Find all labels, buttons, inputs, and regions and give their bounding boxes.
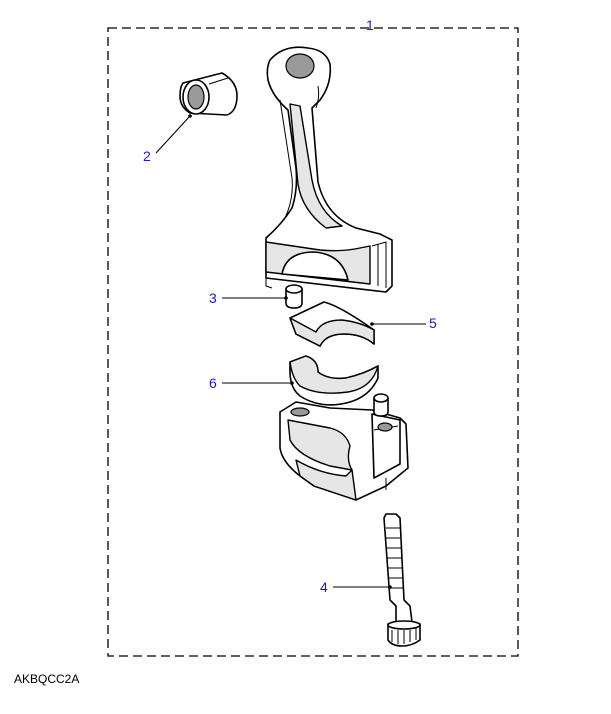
upper-bearing-shell [289, 301, 375, 347]
kit-boundary [107, 27, 519, 657]
callout-6: 6 [209, 375, 217, 391]
leader-lines [155, 114, 426, 589]
connecting-rod [265, 46, 393, 293]
callout-3: 3 [209, 290, 217, 306]
big-end-cap [279, 401, 409, 501]
callout-5: 5 [429, 315, 437, 331]
dowel [285, 284, 303, 309]
small-end-bush [179, 72, 238, 116]
diagram-reference-code: AKBQCC2A [14, 672, 79, 686]
big-end-bolt [383, 513, 421, 647]
callout-4: 4 [320, 579, 328, 595]
callout-2: 2 [143, 148, 151, 164]
lower-bearing-shell [289, 355, 379, 406]
callout-1: 1 [366, 17, 374, 33]
cap-dowel [373, 393, 389, 417]
